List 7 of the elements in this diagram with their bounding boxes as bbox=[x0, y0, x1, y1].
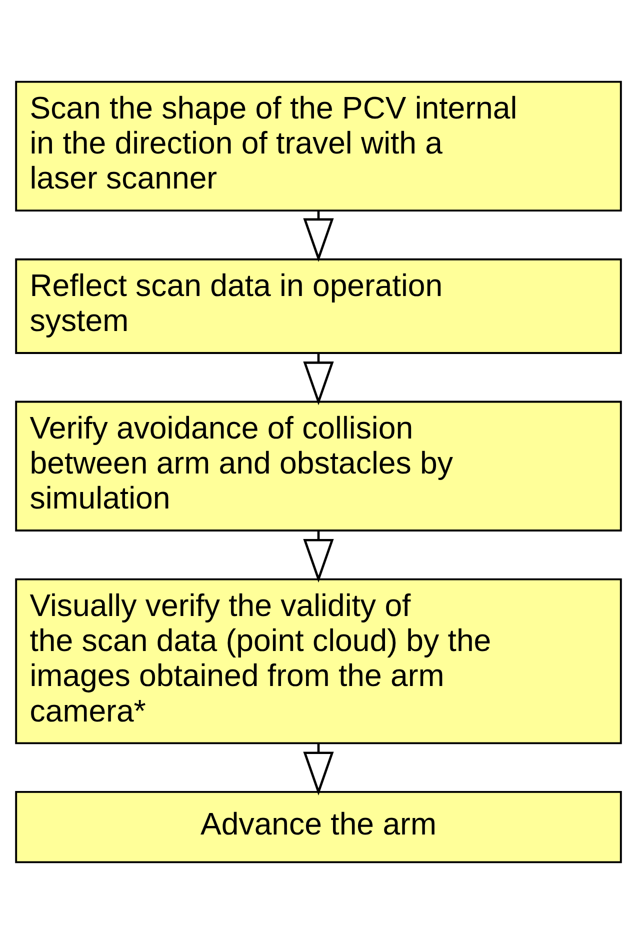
node-box: Verify avoidance of collision between arm and obstacles by simulation bbox=[15, 400, 622, 531]
node-box: Scan the shape of the PCV internal in the direction of travel with a laser scanner bbox=[15, 80, 622, 212]
node-box: Reflect scan data in operation system bbox=[15, 258, 622, 354]
arrow bbox=[303, 352, 334, 405]
node-box: Advance the arm bbox=[15, 790, 622, 863]
node-box: Visually verify the validity of the scan data (point cloud) by the images obtained from the arm camera* bbox=[15, 578, 622, 744]
arrow bbox=[303, 742, 334, 795]
